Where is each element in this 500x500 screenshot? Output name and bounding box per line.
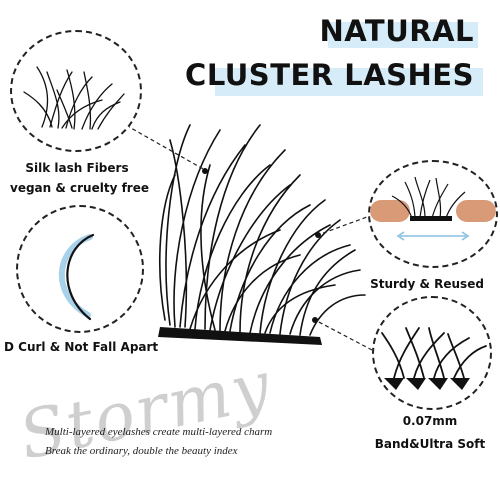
tagline-line-1: Multi-layered eyelashes create multi-lay…: [45, 426, 273, 438]
sturdy-reused-icon: [370, 176, 496, 241]
title-line-1: NATURAL: [319, 14, 474, 48]
d-curl-caption: D Curl & Not Fall Apart: [4, 340, 159, 354]
lash-fibers-caption-2: vegan & cruelty free: [10, 181, 149, 195]
lash-fibers-circle: [10, 30, 142, 152]
band-thickness-caption: 0.07mm: [402, 414, 458, 428]
tagline-line-2: Break the ordinary, double the beauty in…: [45, 445, 238, 457]
sturdy-reused-circle: [368, 160, 498, 268]
sturdy-reused-caption: Sturdy & Reused: [370, 277, 484, 291]
lash-fibers-caption-1: Silk lash Fibers: [25, 161, 129, 175]
lash-fibers-icon: [23, 66, 125, 130]
d-curl-icon: [59, 233, 95, 321]
title-accent-bar-1: [328, 22, 478, 48]
title-accent-bar-2: [215, 68, 483, 96]
band-soft-icon: [381, 327, 487, 390]
band-soft-caption: Band&Ultra Soft: [374, 437, 486, 451]
band-soft-circle: [372, 296, 492, 410]
d-curl-circle: [16, 205, 144, 333]
title-line-2: CLUSTER LASHES: [185, 58, 474, 92]
lash-band: [158, 327, 322, 345]
